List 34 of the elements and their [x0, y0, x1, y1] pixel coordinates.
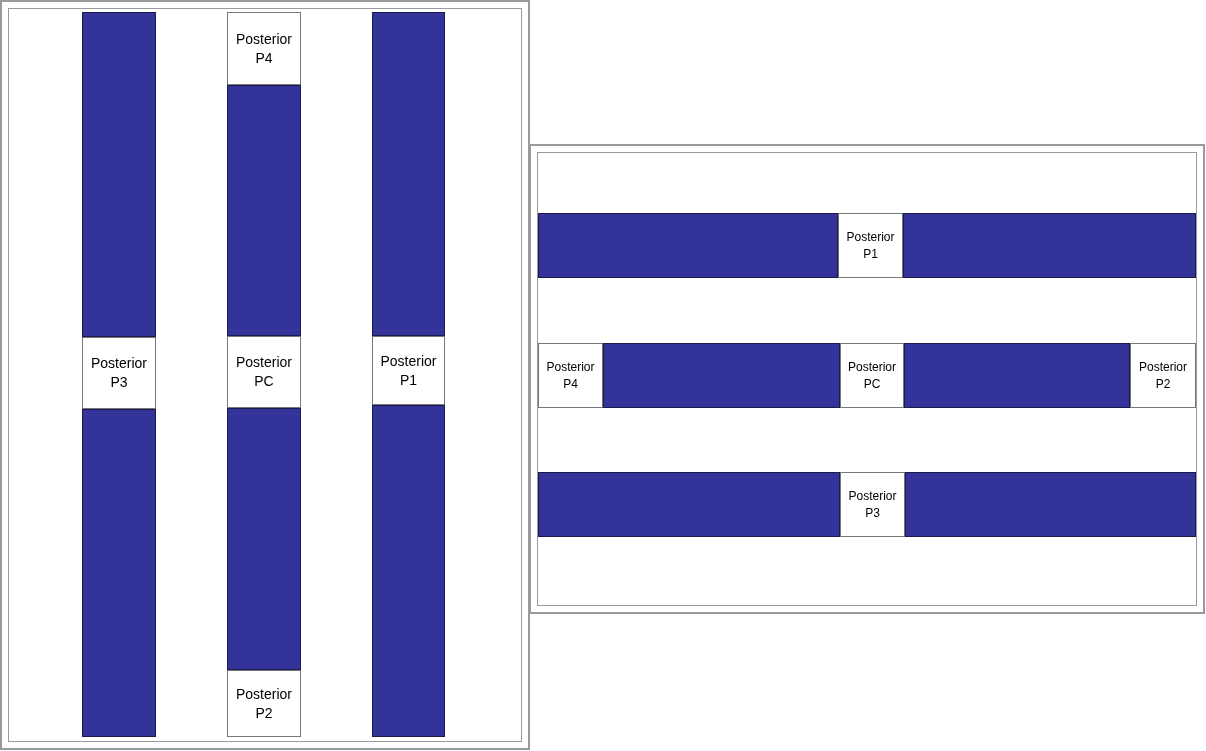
- stripe-bar: [904, 343, 1130, 408]
- box-label: Posterior P3: [90, 354, 148, 392]
- label-box: [538, 343, 603, 408]
- stripe-bar: [538, 213, 838, 278]
- label-box: [227, 336, 301, 408]
- stripe-bar: [82, 12, 156, 337]
- label-box: [82, 337, 156, 409]
- label-box: [840, 472, 905, 537]
- label-box: [838, 213, 903, 278]
- stripe-bar: [603, 343, 840, 408]
- box-label: Posterior P1: [845, 229, 896, 262]
- box-label: Posterior PC: [847, 359, 897, 392]
- stripe-bar: [227, 85, 301, 336]
- box-label: Posterior P2: [235, 684, 293, 723]
- box-label: Posterior P4: [545, 359, 596, 392]
- label-box: [227, 12, 301, 85]
- label-box: [227, 670, 301, 737]
- stripe-bar: [372, 12, 445, 336]
- stripe-bar: [372, 405, 445, 737]
- label-box: [1130, 343, 1196, 408]
- stripe-bar: [905, 472, 1196, 537]
- box-label: Posterior P1: [379, 351, 438, 390]
- box-label: Posterior P3: [847, 488, 898, 521]
- box-label: Posterior P2: [1138, 359, 1188, 392]
- stripe-bar: [903, 213, 1196, 278]
- label-box: [372, 336, 445, 405]
- stripe-bar: [82, 409, 156, 737]
- box-label: Posterior PC: [235, 353, 293, 391]
- label-box: [840, 343, 904, 408]
- frame-panel: [529, 144, 1205, 614]
- stripe-bar: [538, 472, 840, 537]
- stripe-bar: [227, 408, 301, 670]
- frame-panel: [0, 0, 530, 750]
- box-label: Posterior P4: [235, 29, 293, 68]
